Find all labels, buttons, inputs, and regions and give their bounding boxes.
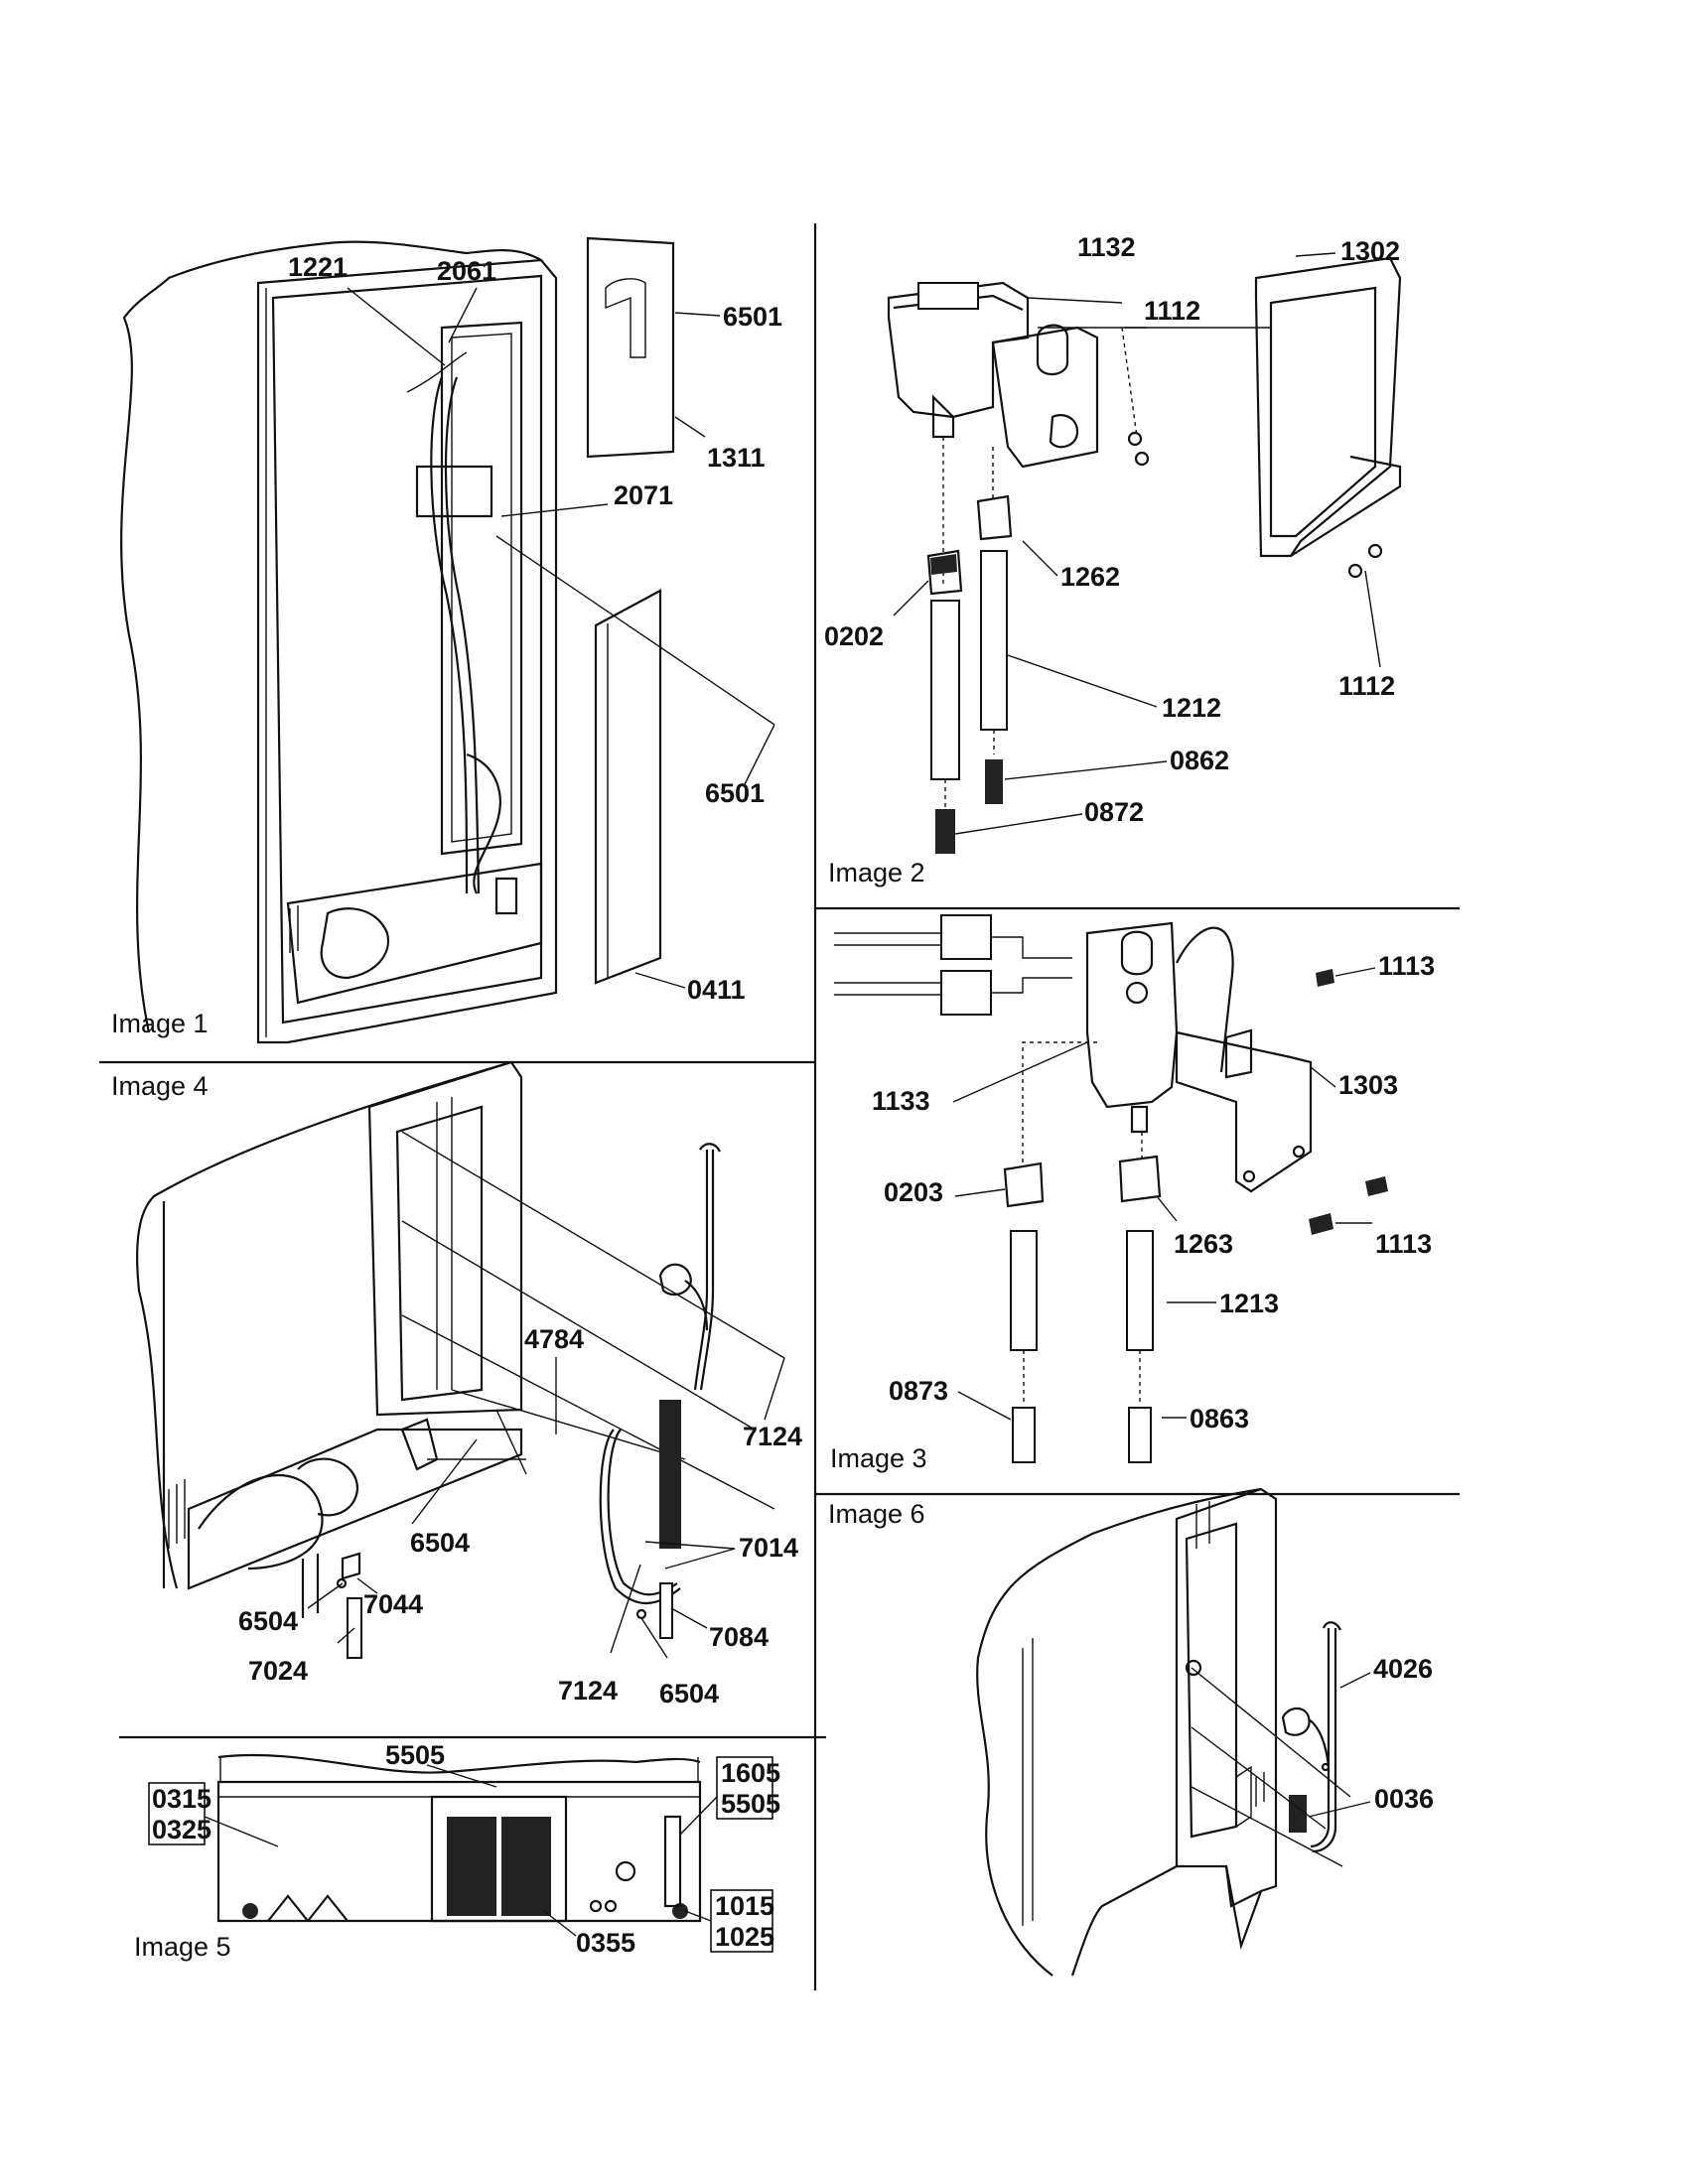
part-label: 1221 bbox=[288, 252, 348, 282]
part-label: 1112 bbox=[1338, 671, 1395, 701]
part-label: 1132 bbox=[1077, 232, 1136, 262]
part-label: 4026 bbox=[1373, 1654, 1433, 1684]
part-label: 0202 bbox=[824, 621, 884, 651]
image-caption: Image 5 bbox=[134, 1932, 231, 1962]
image-caption: Image 2 bbox=[828, 858, 925, 887]
part-label: 4784 bbox=[524, 1324, 584, 1354]
part-label: 0411 bbox=[687, 975, 746, 1005]
part-label: 2061 bbox=[437, 256, 496, 286]
image-2-labels: 1132 1112 1302 1262 0202 1112 1212 0862 … bbox=[824, 232, 1400, 887]
part-label: 1311 bbox=[707, 443, 766, 473]
image-5-labels: 5505 1605 5505 0315 0325 1015 1025 0355 … bbox=[134, 1740, 780, 1962]
image-caption: Image 3 bbox=[830, 1443, 927, 1473]
image-4-labels: 4784 7124 7014 6504 7044 6504 7024 7084 … bbox=[111, 1071, 802, 1708]
part-label: 1605 bbox=[721, 1758, 780, 1788]
part-label: 0355 bbox=[576, 1928, 635, 1958]
image-3-drawing bbox=[834, 914, 1388, 1463]
panel-dividers bbox=[99, 223, 1460, 1990]
part-label: 0036 bbox=[1374, 1784, 1434, 1814]
part-label: 2071 bbox=[614, 480, 673, 510]
image-3-labels: 1113 1133 1303 0203 1263 1113 1213 0873 … bbox=[830, 951, 1435, 1473]
part-label: 0872 bbox=[1084, 797, 1144, 827]
part-label: 1212 bbox=[1162, 693, 1221, 723]
part-label: 7124 bbox=[743, 1422, 802, 1451]
part-label: 1262 bbox=[1060, 562, 1120, 592]
part-label: 5505 bbox=[385, 1740, 445, 1770]
image-5-drawing bbox=[148, 1753, 773, 1953]
part-label: 6504 bbox=[410, 1528, 470, 1558]
image-caption: Image 6 bbox=[828, 1499, 925, 1529]
image-1-labels: 1221 2061 6501 1311 2071 6501 0411 Image… bbox=[111, 252, 782, 1038]
part-label: 0863 bbox=[1190, 1404, 1249, 1433]
part-label: 1303 bbox=[1338, 1070, 1398, 1100]
part-label: 6504 bbox=[659, 1679, 719, 1708]
image-caption: Image 1 bbox=[111, 1009, 209, 1038]
part-label: 1112 bbox=[1144, 296, 1200, 326]
image-1-drawing bbox=[120, 236, 775, 1044]
image-caption: Image 4 bbox=[111, 1071, 209, 1101]
part-label: 7084 bbox=[709, 1622, 769, 1652]
part-label: 0862 bbox=[1170, 746, 1229, 775]
part-label: 1213 bbox=[1219, 1289, 1279, 1318]
part-label: 6501 bbox=[723, 302, 782, 332]
image-6-labels: 4026 0036 Image 6 bbox=[828, 1499, 1434, 1814]
part-label: 0203 bbox=[884, 1177, 943, 1207]
part-label: 7014 bbox=[739, 1533, 798, 1563]
part-label: 7044 bbox=[363, 1589, 423, 1619]
image-4-drawing bbox=[136, 1060, 785, 1659]
part-label: 1113 bbox=[1378, 951, 1435, 981]
part-label: 7024 bbox=[248, 1656, 308, 1686]
part-label: 6501 bbox=[705, 778, 765, 808]
image-2-drawing bbox=[887, 252, 1402, 854]
image-6-drawing bbox=[976, 1487, 1371, 1977]
part-label: 1302 bbox=[1340, 236, 1400, 266]
part-label: 1113 bbox=[1375, 1229, 1432, 1259]
part-label: 5505 bbox=[721, 1789, 780, 1819]
part-label: 1263 bbox=[1174, 1229, 1233, 1259]
part-label: 1015 bbox=[715, 1891, 774, 1921]
part-label: 7124 bbox=[558, 1676, 618, 1706]
part-label: 0873 bbox=[889, 1376, 948, 1406]
part-label: 6504 bbox=[238, 1606, 298, 1636]
part-label: 0325 bbox=[152, 1815, 211, 1844]
part-label: 1025 bbox=[715, 1922, 774, 1952]
part-label: 1133 bbox=[872, 1086, 930, 1116]
part-label: 0315 bbox=[152, 1784, 211, 1814]
